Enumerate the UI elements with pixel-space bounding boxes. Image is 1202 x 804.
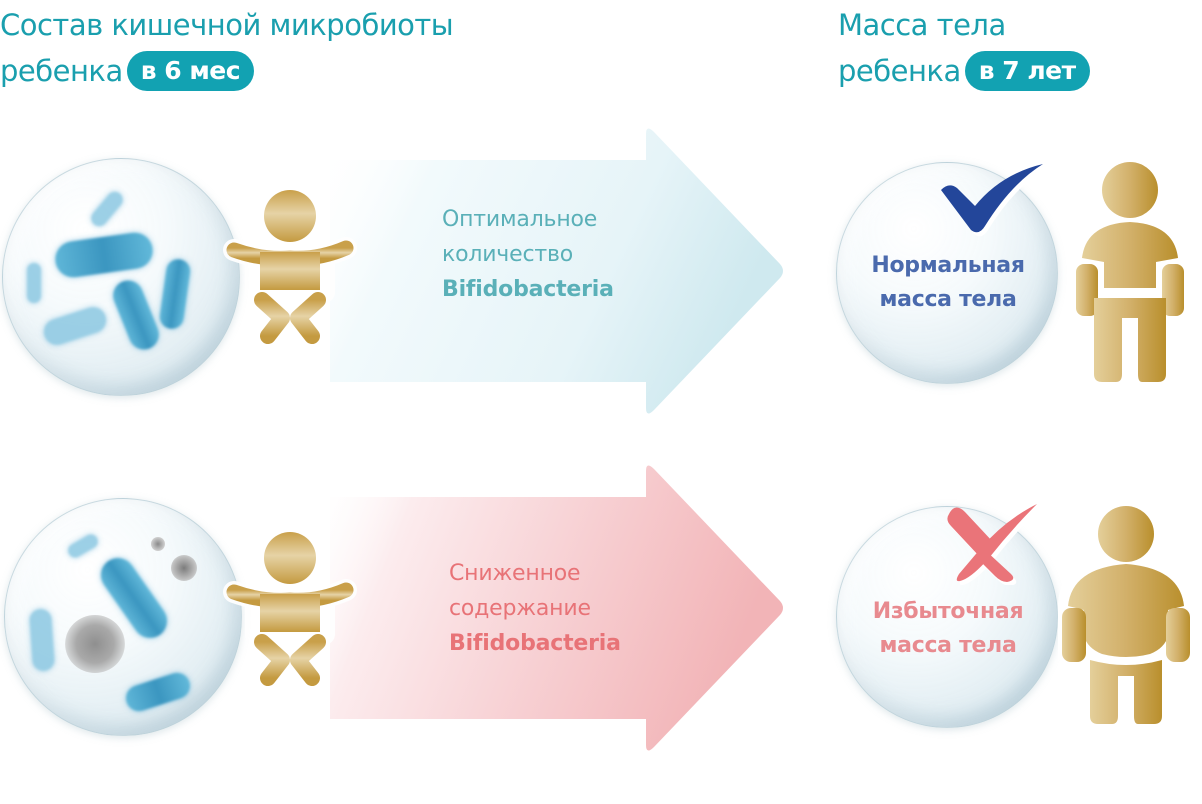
arrow-top-line2: количество [442, 242, 573, 267]
bifidobacterium-icon [28, 608, 56, 672]
arrow-bottom-line1: Сниженное [449, 561, 581, 586]
arrow-top-line1: Оптимальное [442, 207, 598, 232]
arrow-bottom-line2: содержание [449, 596, 591, 621]
harmful-microbe-icon [65, 615, 125, 673]
bifidobacterium-icon [158, 257, 192, 331]
result-label-overweight: Избыточная масса тела [848, 595, 1048, 663]
heading-left-line2: ребенка [0, 54, 123, 88]
result-bottom-line1: Избыточная [872, 599, 1024, 624]
microbiota-bubble-reduced [4, 498, 242, 736]
child-overweight-icon [1058, 496, 1194, 728]
arrow-label-optimal: Оптимальное количество Bifidobacteria [442, 202, 614, 307]
checkmark-icon [941, 164, 1045, 237]
result-label-normal-weight: Нормальная масса тела [848, 249, 1048, 317]
pathogen-spore-icon [171, 555, 197, 581]
arrow-right-icon [330, 465, 783, 751]
arrow-right-icon [330, 128, 783, 414]
bifidobacterium-icon [27, 263, 41, 303]
result-top-line1: Нормальная [871, 253, 1025, 278]
result-bubble-normal [836, 162, 1058, 384]
cross-icon [947, 504, 1040, 585]
result-bottom-line2: масса тела [879, 633, 1017, 658]
age-badge-7-years: в 7 лет [964, 51, 1090, 91]
microbiota-bubble-healthy [2, 158, 240, 396]
heading-right-line1: Масса тела [838, 8, 1006, 42]
baby-icon [223, 178, 357, 349]
pathogen-spore-icon [151, 537, 165, 551]
arrow-top-line3: Bifidobacteria [442, 277, 614, 302]
age-badge-6-months: в 6 мес [126, 51, 255, 91]
heading-left-line1: Состав кишечной микробиоты [0, 8, 454, 42]
result-bubble-overweight [836, 506, 1058, 728]
child-normal-weight-icon [1070, 152, 1190, 386]
result-top-line2: масса тела [879, 287, 1017, 312]
bifidobacterium-icon [122, 669, 194, 715]
bifidobacterium-icon [88, 188, 126, 230]
bifidobacterium-icon [65, 531, 101, 561]
bifidobacterium-icon [52, 230, 156, 280]
arrow-label-reduced: Сниженное содержание Bifidobacteria [449, 556, 621, 661]
heading-right-line2: ребенка [838, 54, 961, 88]
bifidobacterium-icon [108, 276, 164, 354]
baby-icon [223, 520, 357, 691]
bifidobacterium-icon [40, 303, 110, 349]
arrow-bottom-line3: Bifidobacteria [449, 631, 621, 656]
